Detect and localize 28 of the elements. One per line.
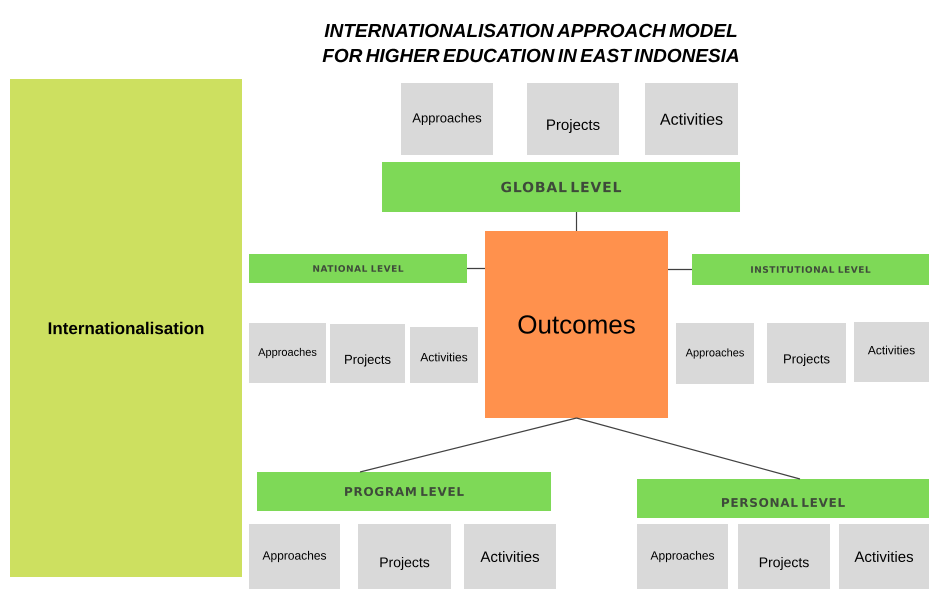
level-banner: PROGRAM LEVEL	[257, 472, 551, 511]
title: INTERNATIONALISATION APPROACH MODEL FOR HIGHER EDUCATION IN EAST INDONESIA	[322, 24, 738, 62]
item-box: Projects	[738, 524, 830, 589]
connector-line	[467, 268, 485, 270]
item-box: Projects	[358, 524, 451, 589]
connector-line	[576, 212, 578, 231]
connector-line	[668, 268, 692, 270]
item-box: Activities	[854, 322, 929, 382]
item-box: Projects	[767, 323, 846, 383]
item-box: Approaches	[249, 323, 326, 383]
item-box: Approaches	[676, 323, 754, 384]
item-box: Projects	[527, 83, 619, 155]
item-box: Activities	[839, 524, 929, 589]
item-box: Activities	[464, 524, 556, 589]
item-box: Projects	[330, 324, 405, 383]
item-box: Approaches	[637, 524, 728, 589]
level-banner: PERSONAL LEVEL	[637, 479, 929, 518]
item-box: Approaches	[249, 524, 340, 589]
level-banner: NATIONAL LEVEL	[249, 254, 467, 283]
item-box: Activities	[645, 83, 738, 155]
connector-line	[360, 417, 577, 473]
connector-line	[576, 417, 800, 480]
category-box: Internationalisation	[10, 79, 242, 577]
outcomes-box: Outcomes	[485, 231, 668, 418]
level-banner: GLOBAL LEVEL	[382, 162, 740, 212]
item-box: Approaches	[401, 83, 493, 155]
level-banner: INSTITUTIONAL LEVEL	[692, 254, 929, 285]
item-box: Activities	[410, 327, 478, 383]
